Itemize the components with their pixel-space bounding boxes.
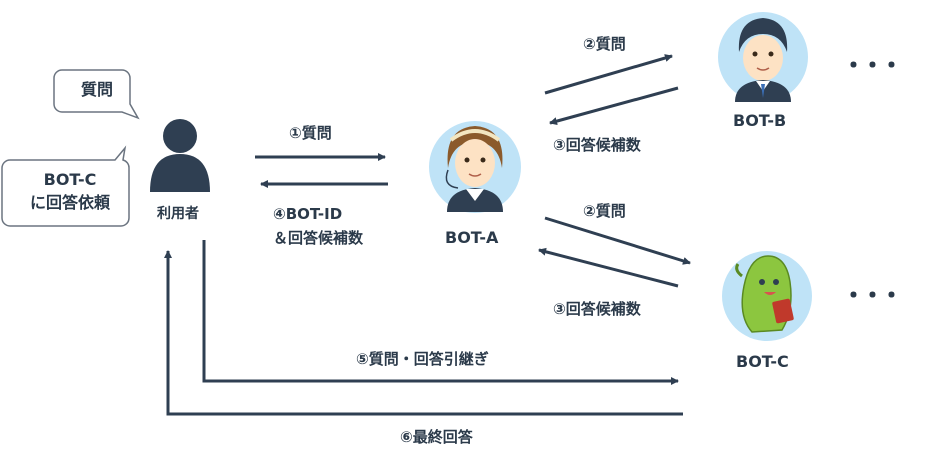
arrow-step3-top [549,86,679,126]
step4-label-line1: ④BOT-ID [273,205,343,223]
question-bubble-text: 質問 [80,80,113,99]
step3-top-label: ③回答候補数 [553,136,641,154]
more-bots-ellipsis-bottom: ･･･ [846,279,903,314]
arrow-step6 [164,250,683,416]
request-bubble-text-line2: に回答依頼 [29,193,110,212]
arrow-step2-bottom [544,216,691,265]
request-bubble-text-line1: BOT-C [43,170,97,189]
step5-label: ⑤質問・回答引継ぎ [356,350,489,368]
user-icon [150,119,210,192]
arrow-step3-bottom [538,247,679,288]
bot-c-avatar-icon [722,251,812,341]
bot-a-avatar-icon [429,121,521,213]
step2-top-label: ②質問 [583,35,626,53]
user-label: 利用者 [157,206,199,222]
arrow-step2-top [544,54,673,95]
more-bots-ellipsis-top: ･･･ [846,49,903,84]
step3-bottom-label: ③回答候補数 [553,300,641,318]
step2-bottom-label: ②質問 [583,202,626,220]
step4-label-line2: ＆回答候補数 [273,229,364,247]
bot-c-label: BOT-C [736,352,789,371]
bot-b-label: BOT-B [733,111,787,130]
arrow-step5 [202,240,679,385]
step6-label: ⑥最終回答 [400,428,473,446]
request-bubble [1,145,130,227]
bot-b-avatar-icon [718,12,808,102]
bot-a-label: BOT-A [445,228,499,247]
step1-label: ①質問 [289,124,332,142]
question-bubble [53,69,140,120]
